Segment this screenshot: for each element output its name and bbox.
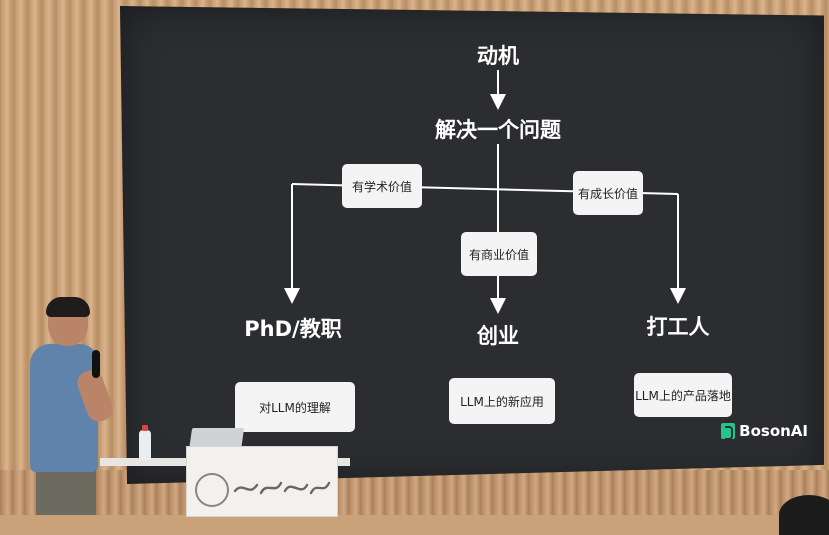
detail-llm-new-apps: LLM上的新应用	[449, 378, 555, 424]
presenter-hair	[46, 297, 90, 317]
node-solve-problem: 解决一个问题	[435, 118, 561, 142]
label-commercial-value: 有商业价值	[461, 232, 537, 276]
water-bottle	[139, 425, 151, 460]
label-academic-value: 有学术价值	[342, 164, 422, 208]
node-startup: 创业	[477, 324, 519, 348]
detail-llm-understanding: 对LLM的理解	[235, 382, 355, 432]
logo-text: BosonAI	[739, 422, 808, 440]
label-growth-value: 有成长价值	[573, 171, 643, 215]
node-motivation: 动机	[477, 44, 519, 68]
node-employee: 打工人	[646, 315, 710, 339]
presenter	[26, 297, 126, 515]
lectern	[186, 446, 338, 517]
bosonai-logo-icon	[721, 423, 736, 440]
audience-head	[779, 495, 829, 535]
projection-screen: 动机 解决一个问题 有学术价值 有成长价值 有商业价值 PhD/教职 创业 打工…	[120, 6, 824, 484]
presenter-legs	[36, 470, 96, 515]
university-calligraphy-logo	[233, 481, 331, 495]
node-phd-faculty: PhD/教职	[244, 317, 342, 341]
bosonai-logo: BosonAI	[721, 422, 808, 440]
detail-llm-product: LLM上的产品落地	[634, 373, 732, 417]
microphone	[92, 350, 100, 378]
university-emblem-icon	[195, 473, 229, 507]
